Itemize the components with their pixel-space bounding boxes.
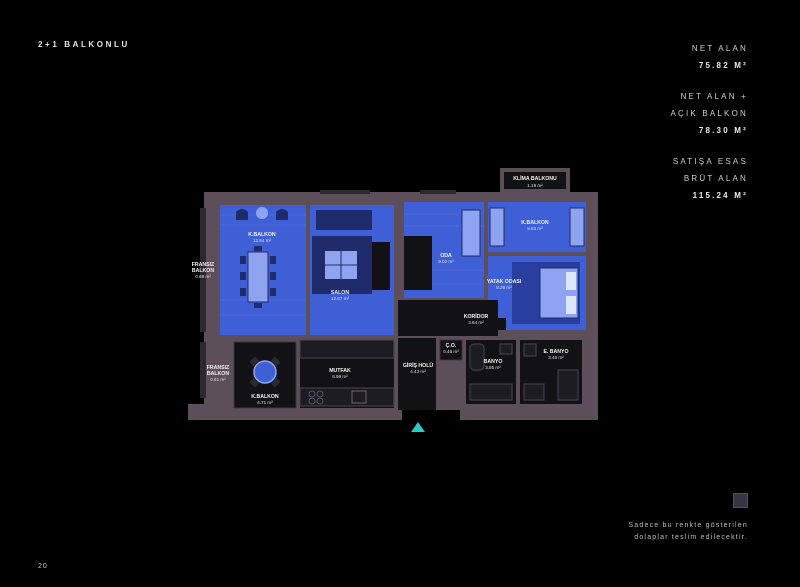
room-label: YATAK ODASI [487,279,522,285]
room-area: 8.29 m² [496,285,512,290]
room-co: Ç.O. 0.48 m² [439,339,463,361]
room-giris-holu: GİRİŞ HOLÜ 4.43 m² [398,338,436,410]
room-label: FRANSIZ [207,365,230,371]
room-label: K.BALKON [521,220,549,226]
room-area: 0.68 m² [195,274,211,279]
room-area: 3.46 m² [548,355,564,360]
legend-swatch [733,493,748,508]
room-area: 0.61 m² [210,377,226,382]
net-area-with-balcony-stat: NET ALAN + AÇIK BALKON 78.30 M² [670,88,748,139]
stat-label: BRÜT ALAN [683,174,748,183]
room-oda: ODA 9.02 m² [404,202,484,298]
room-label: KORİDOR [464,313,489,320]
room-label: KLİMA BALKONU [513,175,557,182]
room-salon: SALON 12.67 m² [310,205,394,335]
room-label: ODA [440,253,452,259]
stat-value: 78.30 M² [698,126,748,135]
room-label: FRANSIZ [192,262,215,268]
room-k-balkon-bedroom: K.BALKON 5.83 m² [488,202,586,252]
room-klima-balkonu: KLİMA BALKONU 1.19 m² [500,168,570,192]
room-label: MUTFAK [329,368,351,374]
room-area: 0.48 m² [443,349,459,354]
room-label: SALON [331,290,349,296]
area-stats: NET ALAN 75.82 M² NET ALAN + AÇIK BALKON… [670,40,748,218]
room-area: 12.67 m² [331,296,350,301]
entrance-arrow-icon [411,422,425,432]
room-area: 3.85 m² [485,365,501,370]
legend-text: Sadece bu renkte gösterilen dolaplar tes… [628,522,748,541]
room-fransiz-balkon-2: FRANSIZ BALKON 0.61 m² [207,365,230,382]
room-area: 6.99 m² [332,374,348,379]
room-k-balkon-dining: K.BALKON 12.54 m² [220,205,306,335]
room-area: 1.19 m² [527,183,543,188]
room-koridor: KORİDOR 3.64 m² [398,300,498,336]
page-number: 20 [38,563,48,570]
room-area: 9.02 m² [438,259,454,264]
room-area: 5.83 m² [527,226,543,231]
room-label: K.BALKON [251,394,279,400]
gross-area-stat: SATIŞA ESAS BRÜT ALAN 115.24 M² [670,153,748,204]
room-label: BALKON [192,268,214,274]
room-label: Ç.O. [446,343,457,349]
room-banyo: BANYO 3.85 m² [466,340,516,404]
room-label: BANYO [484,359,503,365]
room-area: 3.64 m² [468,320,484,325]
room-area: 4.71 m² [257,400,273,405]
room-label: BALKON [207,371,229,377]
room-e-banyo: E. BANYO 3.46 m² [520,340,582,404]
stat-label: SATIŞA ESAS [672,157,748,166]
stat-label: NET ALAN [691,44,748,53]
room-label: K.BALKON [248,232,276,238]
net-area-stat: NET ALAN 75.82 M² [670,40,748,74]
stat-value: 75.82 M² [698,61,748,70]
room-label: GİRİŞ HOLÜ [403,362,434,369]
stat-value: 115.24 M² [692,191,748,200]
plan-type-title: 2+1 BALKONLU [38,40,130,49]
room-label: E. BANYO [543,349,568,355]
stat-label: AÇIK BALKON [670,109,748,118]
room-area: 12.54 m² [253,238,272,243]
room-area: 4.43 m² [410,369,426,374]
stat-label: NET ALAN + [680,92,748,101]
room-mutfak: MUTFAK 6.99 m² [299,339,395,408]
room-yatak-odasi: YATAK ODASI 8.29 m² [487,256,586,330]
room-k-balkon-kitchen: K.BALKON 4.71 m² [233,341,297,409]
room-fransiz-balkon-1: FRANSIZ BALKON 0.68 m² [192,262,215,279]
